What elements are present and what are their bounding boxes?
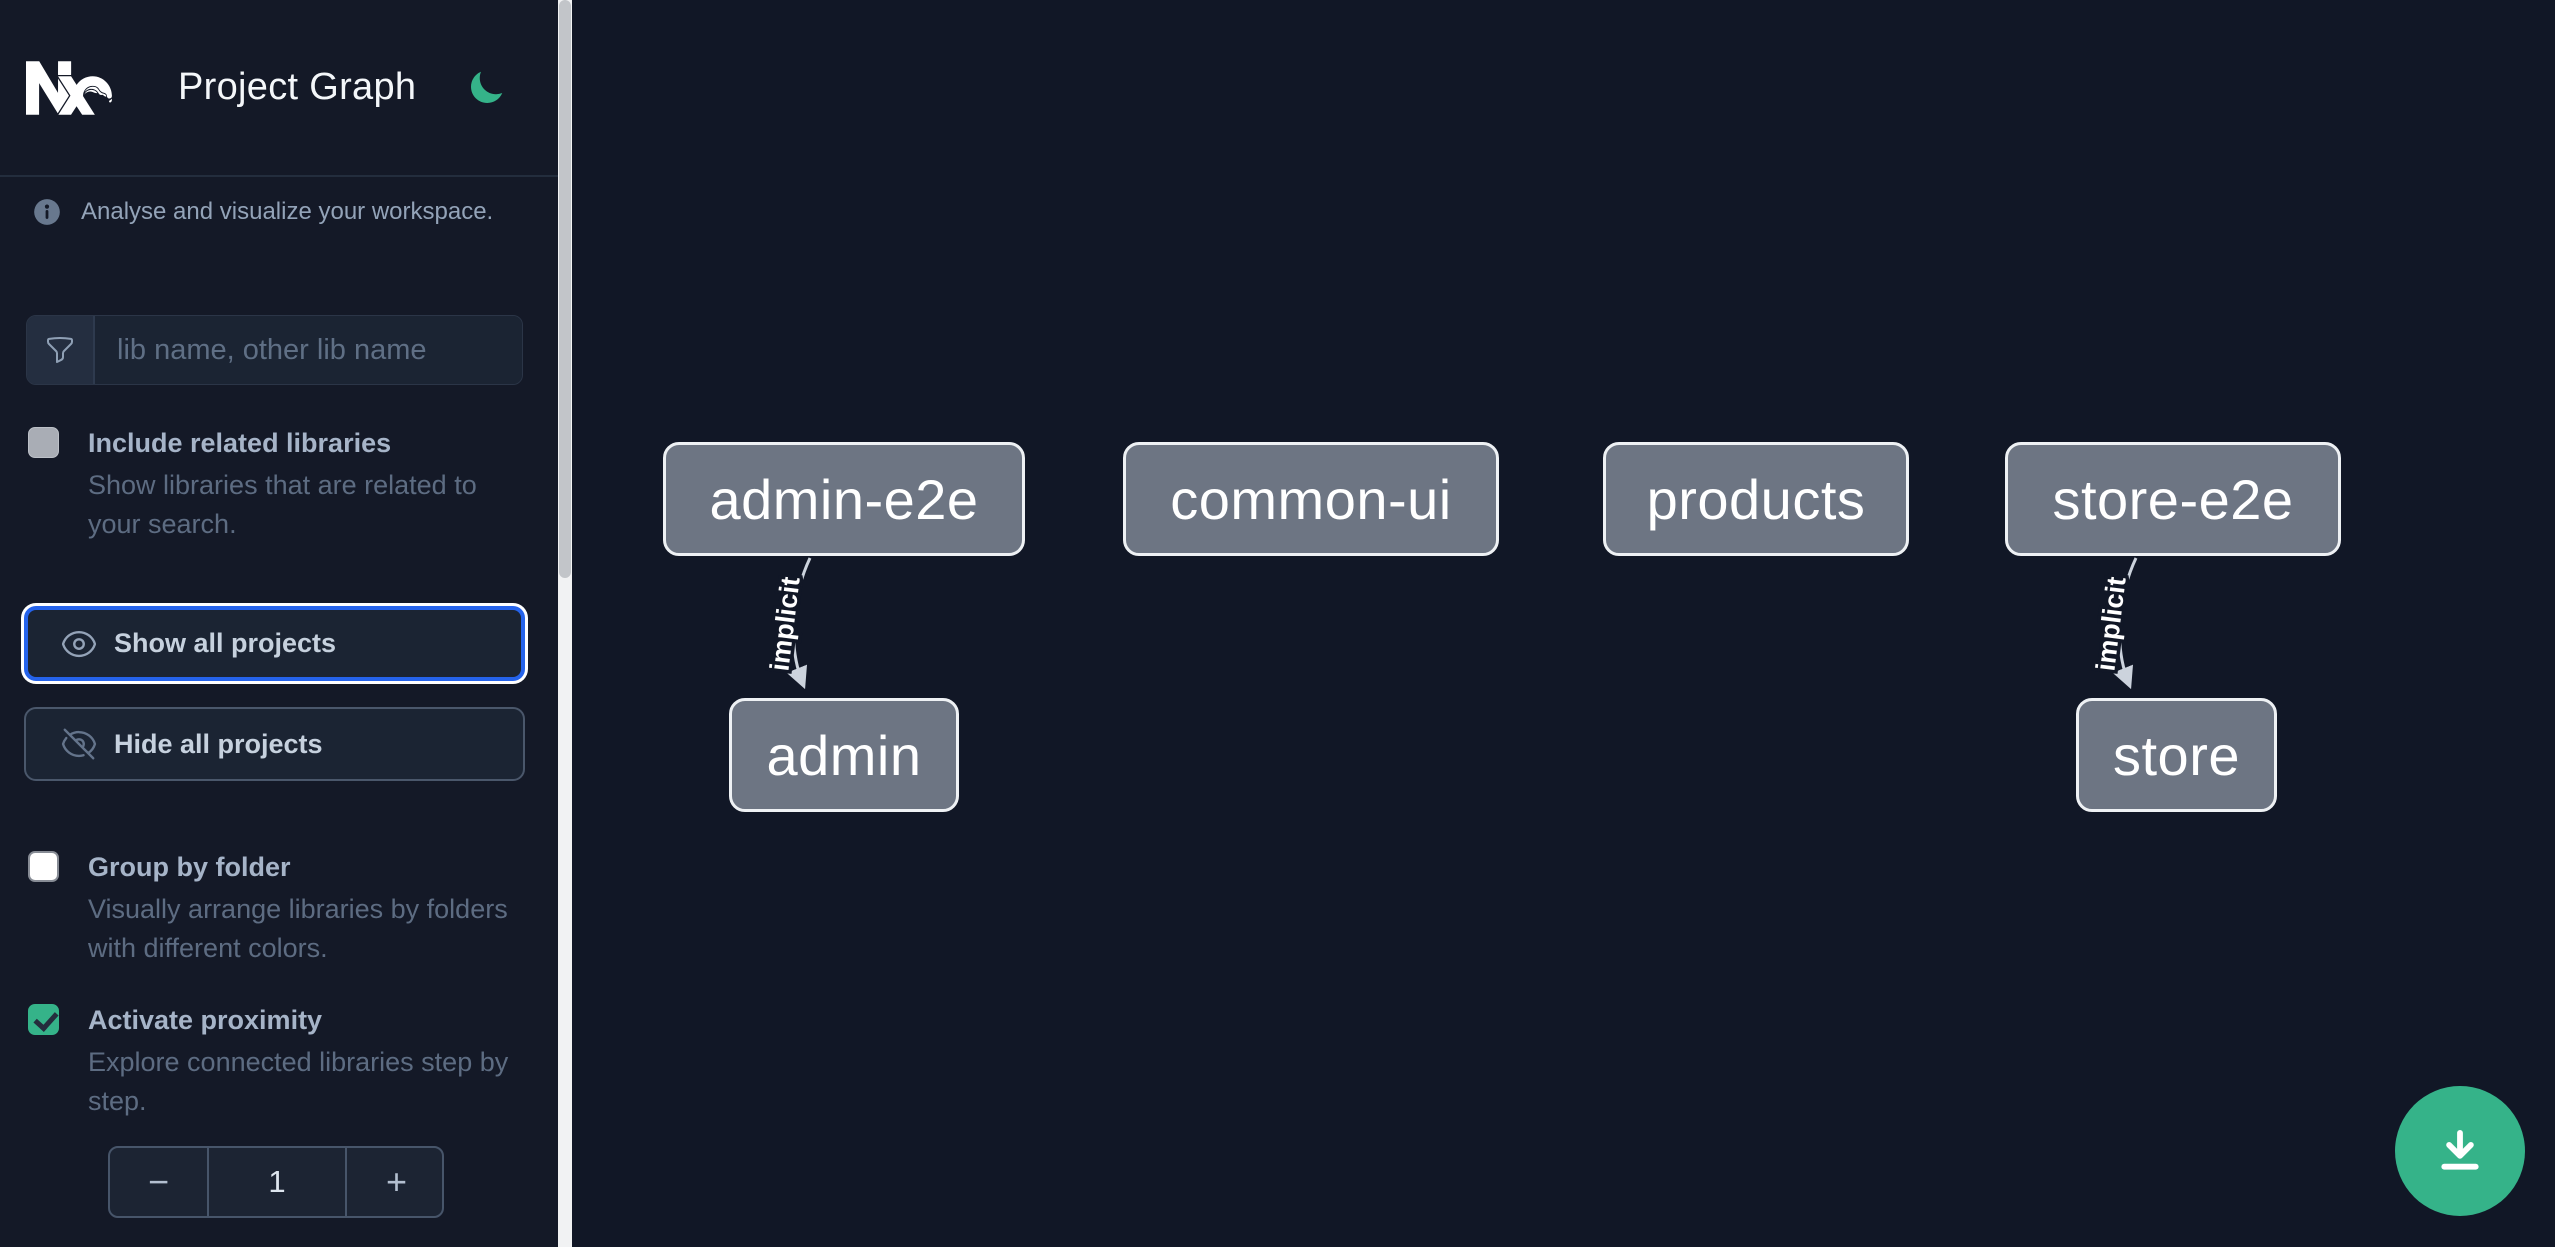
graph-node-admin-e2e[interactable]: admin-e2e — [663, 442, 1025, 556]
option-include-related: Include related libraries Show libraries… — [28, 425, 528, 544]
page-title: Project Graph — [178, 66, 417, 108]
group-by-folder-checkbox[interactable] — [28, 851, 59, 882]
show-all-projects-label: Show all projects — [114, 628, 337, 658]
option-description: Show libraries that are related to your … — [88, 470, 477, 539]
proximity-depth-value: 1 — [207, 1148, 347, 1216]
info-text: Analyse and visualize your workspace. — [81, 198, 494, 225]
activate-proximity-checkbox[interactable] — [28, 1004, 59, 1035]
filter-input[interactable] — [95, 316, 522, 384]
edge-store-e2e-to-store[interactable] — [2112, 557, 2138, 690]
decrement-button[interactable]: − — [110, 1148, 207, 1216]
hide-all-projects-label: Hide all projects — [114, 728, 323, 759]
sidebar: Project Graph Analyse and visualize your… — [0, 0, 558, 1247]
download-graph-button[interactable] — [2395, 1086, 2525, 1216]
graph-canvas[interactable]: implicit implicit admin-e2e common-ui pr… — [572, 0, 2555, 1247]
graph-node-products[interactable]: products — [1603, 442, 1909, 556]
option-text: Activate proximity Explore connected lib… — [88, 1002, 528, 1121]
graph-node-store[interactable]: store — [2076, 698, 2277, 812]
edge-admin-e2e-to-admin[interactable] — [786, 557, 812, 690]
option-text: Group by folder Visually arrange librari… — [88, 849, 528, 968]
download-icon — [2441, 1129, 2479, 1170]
option-description: Explore connected libraries step by step… — [88, 1047, 509, 1116]
edge-label-implicit: implicit — [2090, 575, 2131, 672]
option-activate-proximity: Activate proximity Explore connected lib… — [28, 1002, 528, 1121]
option-description: Visually arrange libraries by folders wi… — [88, 894, 508, 963]
include-related-checkbox[interactable] — [28, 427, 59, 458]
option-label: Activate proximity — [88, 1005, 323, 1035]
edge-label-implicit: implicit — [764, 575, 805, 672]
option-group-by-folder: Group by folder Visually arrange librari… — [28, 849, 528, 968]
graph-node-common-ui[interactable]: common-ui — [1123, 442, 1499, 556]
hide-all-projects-button[interactable]: Hide all projects — [24, 707, 525, 781]
graph-edges: implicit implicit — [761, 557, 2138, 690]
option-text: Include related libraries Show libraries… — [88, 425, 528, 544]
sidebar-scrollbar-track[interactable] — [558, 0, 572, 1247]
option-label: Group by folder — [88, 852, 291, 882]
funnel-icon — [27, 316, 95, 384]
graph-node-store-e2e[interactable]: store-e2e — [2005, 442, 2341, 556]
info-icon — [34, 199, 60, 225]
sidebar-scrollbar-thumb[interactable] — [559, 0, 571, 578]
theme-toggle-button[interactable] — [462, 64, 510, 112]
filter-input-group — [26, 315, 523, 385]
sidebar-header: Project Graph — [0, 0, 558, 177]
increment-button[interactable]: + — [347, 1148, 446, 1216]
workspace-info: Analyse and visualize your workspace. — [33, 198, 533, 226]
option-label: Include related libraries — [88, 428, 392, 458]
nx-logo-icon — [26, 60, 112, 115]
moon-icon — [471, 71, 503, 103]
proximity-depth-stepper: − 1 + — [108, 1146, 444, 1218]
eye-icon — [61, 630, 97, 657]
show-all-projects-button[interactable]: Show all projects — [24, 606, 525, 681]
graph-node-admin[interactable]: admin — [729, 698, 959, 812]
eye-slash-icon — [61, 728, 97, 760]
